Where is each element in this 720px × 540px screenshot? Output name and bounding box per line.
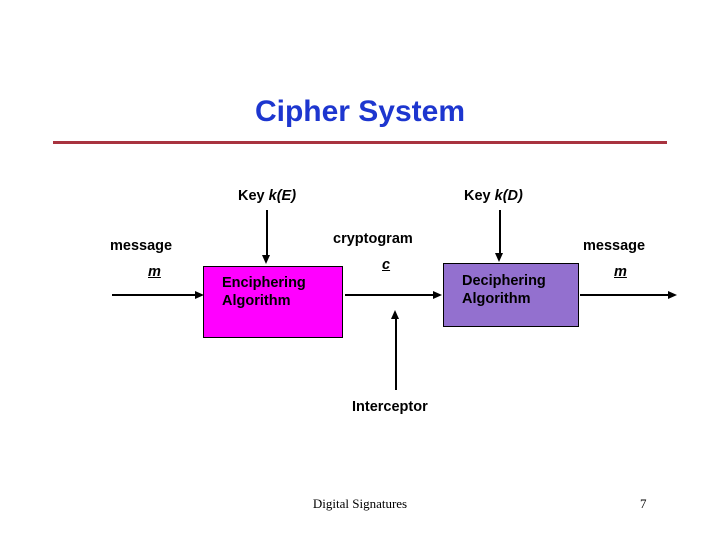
label-interceptor: Interceptor	[352, 399, 428, 415]
label-message-in: message	[110, 238, 173, 254]
label-cryptogram: cryptogram	[333, 231, 413, 247]
label-key-encrypt-word: Key	[238, 188, 269, 204]
label-cryptogram-var: c	[382, 257, 391, 273]
arrow-message-out-head-icon	[668, 291, 677, 299]
arrow-cryptogram-shaft	[345, 294, 435, 296]
label-message-in-var: m	[148, 264, 161, 280]
label-key-decrypt-var: k(D)	[494, 188, 523, 204]
arrow-key-encrypt-shaft	[266, 210, 268, 257]
arrow-key-decrypt-shaft	[499, 210, 501, 255]
arrow-cryptogram-head-icon	[433, 291, 442, 299]
footer-title: Digital Signatures	[312, 496, 408, 511]
page-title: Cipher System	[254, 95, 466, 128]
arrow-message-out-shaft	[580, 294, 670, 296]
arrow-interceptor-shaft	[395, 318, 397, 390]
arrow-message-in-head-icon	[195, 291, 204, 299]
footer-page-number: 7	[640, 496, 647, 511]
arrow-key-decrypt-head-icon	[495, 253, 503, 262]
arrow-key-encrypt-head-icon	[262, 255, 270, 264]
block-deciphering-line1: Deciphering	[462, 273, 546, 289]
label-message-out-var: m	[614, 264, 627, 280]
label-key-decrypt: Key k(D)	[464, 188, 523, 205]
label-key-encrypt: Key k(E)	[238, 188, 296, 205]
block-enciphering-line2: Algorithm	[222, 293, 291, 309]
label-message-out: message	[583, 238, 646, 254]
arrow-interceptor-head-icon	[391, 310, 399, 319]
title-divider	[53, 141, 667, 144]
label-key-encrypt-var: k(E)	[268, 188, 297, 204]
block-deciphering-line2: Algorithm	[462, 291, 531, 307]
label-key-decrypt-word: Key	[464, 188, 495, 204]
arrow-message-in-shaft	[112, 294, 197, 296]
block-enciphering-algorithm: Enciphering Algorithm	[203, 266, 343, 338]
block-enciphering-line1: Enciphering	[222, 275, 306, 291]
block-deciphering-algorithm: Deciphering Algorithm	[443, 263, 579, 327]
